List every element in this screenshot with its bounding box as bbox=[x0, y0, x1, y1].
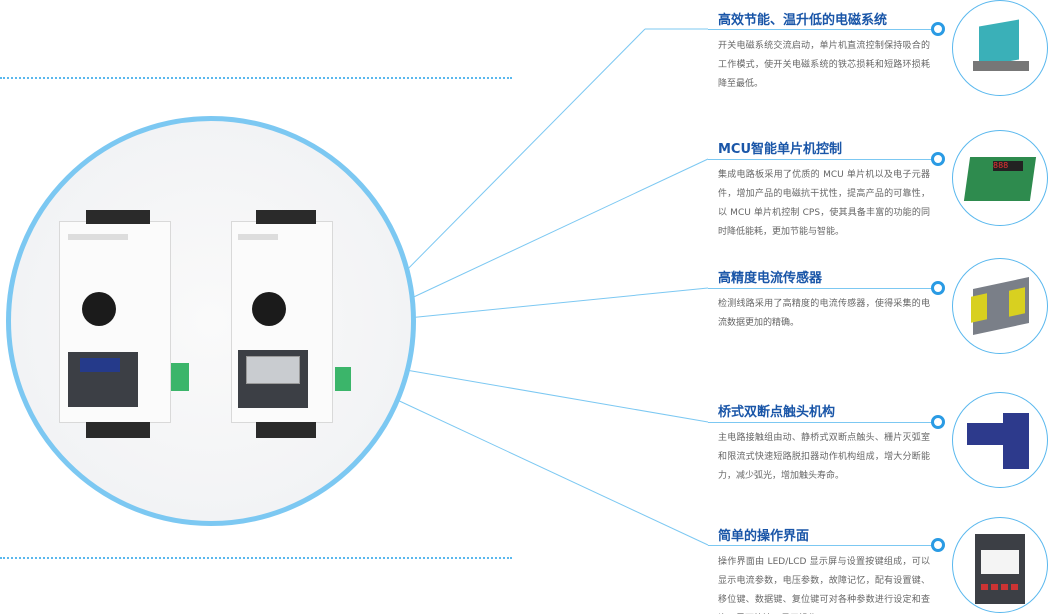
feature-desc: 操作界面由 LED/LCD 显示屏与设置按键组成，可以显示电流参数，电压参数，故… bbox=[718, 557, 930, 605]
switch-device-right bbox=[231, 210, 333, 438]
ring-marker-icon bbox=[931, 415, 945, 429]
dotted-divider-bottom bbox=[0, 557, 512, 559]
ring-marker-icon bbox=[931, 281, 945, 295]
feature-desc: 集成电路板采用了优质的 MCU 单片机以及电子元器件，增加产品的电磁抗干扰性，提… bbox=[718, 170, 930, 237]
feature-desc: 检测线路采用了高精度的电流传感器，使得采集的电流数据更加的精确。 bbox=[718, 299, 930, 328]
rotary-knob-icon bbox=[252, 292, 286, 326]
connector-line bbox=[402, 158, 709, 303]
dotted-divider-top bbox=[0, 77, 512, 79]
feature-electromagnet: 高效节能、温升低的电磁系统 开关电磁系统交流启动，单片机直流控制保持吸合的工作模… bbox=[718, 9, 930, 94]
operation-panel-image bbox=[952, 517, 1048, 613]
ring-marker-icon bbox=[931, 538, 945, 552]
feature-title: 简单的操作界面 bbox=[718, 529, 810, 544]
connector-line bbox=[392, 397, 709, 546]
electromagnet-image bbox=[952, 0, 1048, 96]
feature-title: 高精度电流传感器 bbox=[718, 271, 823, 286]
feature-current-sensor: 高精度电流传感器 检测线路采用了高精度的电流传感器，使得采集的电流数据更加的精确… bbox=[718, 267, 930, 333]
switch-device-left bbox=[59, 210, 171, 438]
circuit-board-image: 888 bbox=[952, 130, 1048, 226]
feature-desc: 主电路接触组由动、静桥式双断点触头、栅片灭弧室和限流式快速短路脱扣器动作机构组成… bbox=[718, 433, 930, 481]
feature-title: 高效节能、温升低的电磁系统 bbox=[718, 13, 888, 28]
ring-marker-icon bbox=[931, 22, 945, 36]
product-photo-circle bbox=[6, 116, 416, 526]
feature-title: 桥式双断点触头机构 bbox=[718, 405, 836, 420]
feature-mcu: MCU智能单片机控制 集成电路板采用了优质的 MCU 单片机以及电子元器件，增加… bbox=[718, 138, 930, 242]
connector-line bbox=[391, 28, 646, 286]
feature-operation-panel: 简单的操作界面 操作界面由 LED/LCD 显示屏与设置按键组成，可以显示电流参… bbox=[718, 525, 930, 614]
connector-line bbox=[405, 369, 709, 423]
connector-line bbox=[407, 287, 709, 319]
current-sensor-image bbox=[952, 258, 1048, 354]
feature-contact-mechanism: 桥式双断点触头机构 主电路接触组由动、静桥式双断点触头、栅片灭弧室和限流式快速短… bbox=[718, 401, 930, 486]
feature-desc: 开关电磁系统交流启动，单片机直流控制保持吸合的工作模式，使开关电磁系统的铁芯损耗… bbox=[718, 41, 930, 89]
contact-mechanism-image bbox=[952, 392, 1048, 488]
ring-marker-icon bbox=[931, 152, 945, 166]
feature-title: MCU智能单片机控制 bbox=[718, 142, 843, 157]
rotary-knob-icon bbox=[82, 292, 116, 326]
